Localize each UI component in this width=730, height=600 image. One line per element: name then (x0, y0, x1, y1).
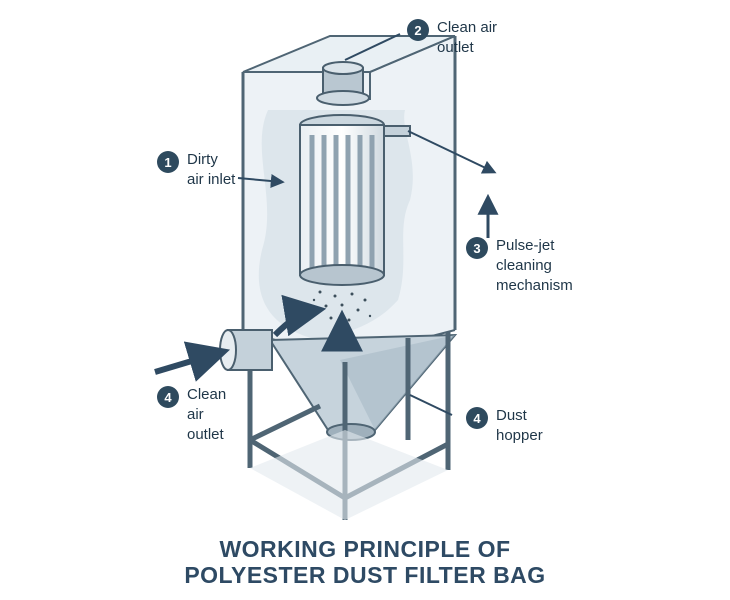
pulse-jet-pipe (383, 125, 411, 137)
title-line-1: WORKING PRINCIPLE OF (219, 536, 511, 562)
callout-clean-air-outlet-top: 2 Clean air outlet (407, 18, 497, 58)
callout-number: 1 (157, 151, 179, 173)
callout-label: Pulse-jet cleaning mechanism (496, 237, 573, 294)
airflow-arrows (154, 193, 499, 382)
inlet-pipe (219, 329, 273, 371)
callout-label: Clean air outlet (187, 386, 227, 443)
title-line-2: POLYESTER DUST FILTER BAG (184, 562, 546, 588)
callout-clean-air-outlet-bottom: 4 Clean air outlet (157, 385, 226, 445)
callout-number: 3 (466, 237, 488, 259)
hopper (268, 333, 458, 441)
top-outlet (316, 61, 370, 106)
callout-label: Dust hopper (496, 407, 543, 444)
callout-label: Dirty air inlet (187, 151, 236, 188)
callout-number: 4 (466, 407, 488, 429)
filter-bag (299, 114, 385, 286)
callout-dust-hopper: 4 Dust hopper (466, 406, 543, 446)
callout-pulse-jet: 3 Pulse-jet cleaning mechanism (466, 236, 573, 296)
callout-dirty-air-inlet: 1 Dirty air inlet (157, 150, 235, 190)
callout-label: Clean air outlet (437, 19, 498, 56)
callout-number: 4 (157, 386, 179, 408)
callout-number: 2 (407, 19, 429, 41)
